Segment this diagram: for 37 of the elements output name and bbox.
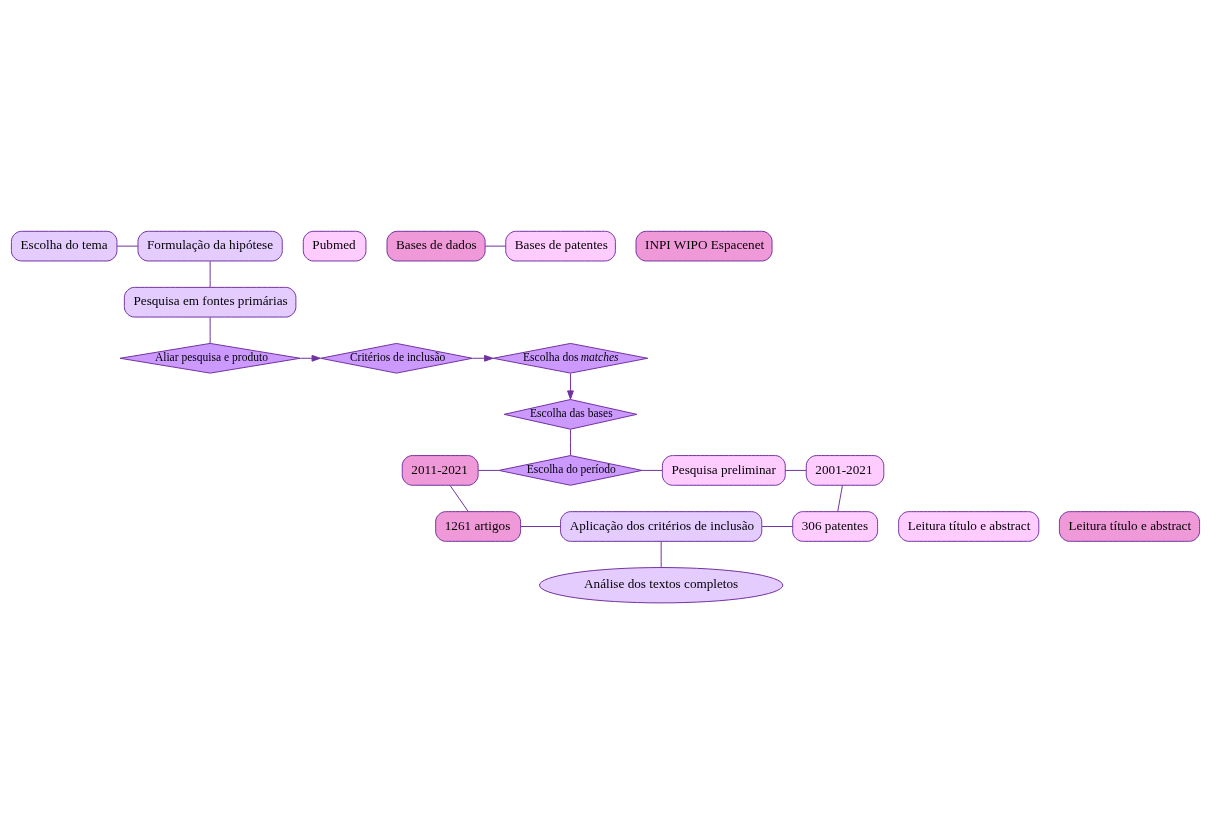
connector [837, 485, 843, 512]
node-box: Pubmed [302, 230, 367, 262]
node-box: Bases de dados [386, 230, 486, 262]
arrow [472, 354, 494, 362]
node-box: Escolha do tema [10, 230, 118, 262]
connector [449, 485, 469, 512]
node-box: 2011-2021 [401, 455, 479, 486]
connector [209, 316, 211, 344]
node-box: 1261 artigos [435, 511, 522, 542]
connector [761, 526, 794, 527]
connector [520, 526, 561, 527]
node-diamond: Aliar pesquisa e produto [119, 342, 301, 374]
connector [641, 469, 663, 471]
arrow [567, 372, 574, 400]
connector [660, 540, 662, 569]
node-diamond: Escolha dos matches [492, 342, 649, 374]
node-box: Leitura título e abstract [898, 511, 1040, 542]
node-diamond: Critérios de inclusão [320, 342, 473, 374]
node-box: Pesquisa em fontes primárias [123, 286, 297, 318]
node-box: 306 patentes [792, 511, 879, 542]
connector [209, 260, 211, 288]
node-box: INPI WIPO Espacenet [635, 230, 773, 262]
node-box: 2001-2021 [805, 455, 885, 486]
connector [484, 245, 506, 247]
node-box: Bases de patentes [505, 230, 616, 262]
arrow [299, 354, 321, 362]
node-diamond: Escolha do período [498, 455, 643, 486]
node-box: Leitura título e abstract [1058, 511, 1201, 542]
connector [116, 245, 139, 247]
node-box: Aplicação dos critérios de inclusão [560, 511, 763, 542]
node-ellipse: Análise dos textos completos [539, 567, 784, 604]
connector [477, 469, 500, 471]
connector [784, 469, 807, 471]
node-box: Pesquisa preliminar [661, 455, 786, 486]
node-box: Formulação da hipótese [137, 230, 283, 262]
node-diamond: Escolha das bases [503, 399, 638, 430]
connector [569, 428, 571, 456]
